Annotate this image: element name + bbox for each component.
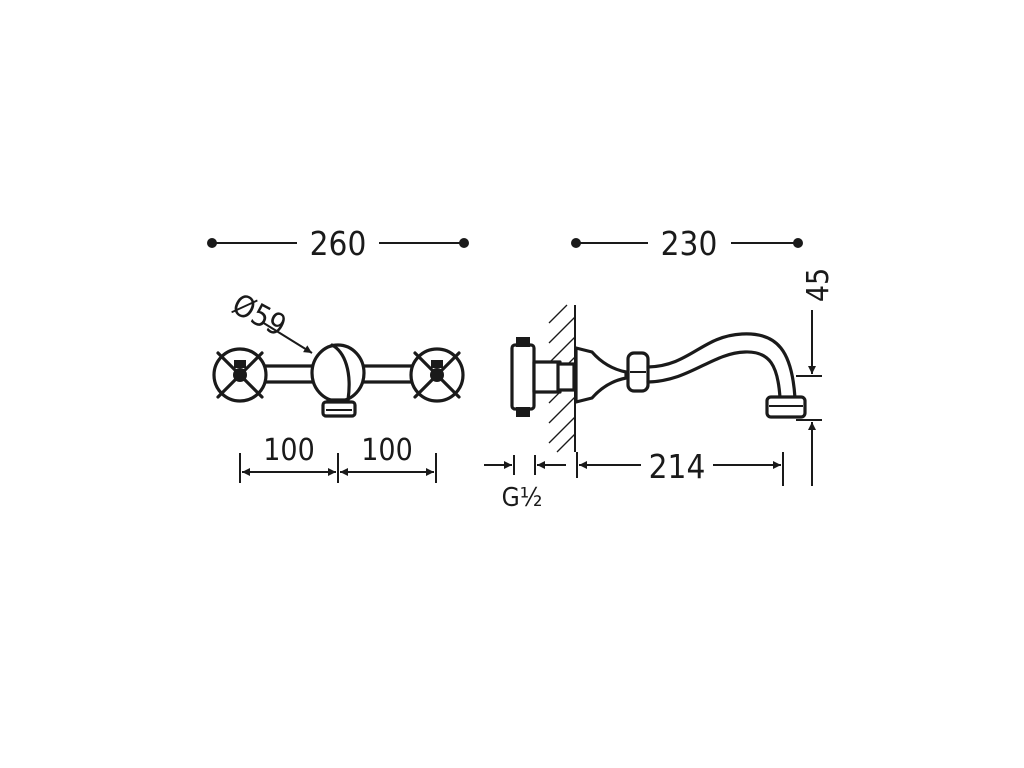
spout-connector-nut [626, 351, 650, 393]
dimension-connection-thread: G½ [484, 455, 566, 513]
center-spout-front [310, 343, 366, 418]
handle-diameter-label: Ø59 [226, 287, 292, 344]
right-cross-handle [409, 347, 465, 403]
connection-thread-label: G½ [502, 483, 543, 513]
spout-projection-label: 214 [649, 447, 706, 486]
dimension-handle-spacing: 100 100 [239, 433, 437, 483]
left-cross-handle [212, 347, 268, 403]
overall-width-label: 260 [310, 224, 367, 263]
spacing-right-label: 100 [361, 433, 413, 468]
front-view: 260 Ø59 [207, 224, 469, 483]
spout-aerator [765, 395, 807, 419]
curved-spout [646, 332, 797, 400]
dimension-spout-height: 45 [796, 268, 836, 486]
dimension-handle-diameter: Ø59 [226, 287, 313, 354]
spout-height-label: 45 [801, 268, 836, 302]
concealed-valve-body [510, 337, 576, 417]
dimension-overall-width: 260 [207, 224, 469, 263]
spacing-left-label: 100 [263, 433, 315, 468]
dimension-spout-projection: 214 [576, 447, 784, 486]
wall-flange [574, 346, 628, 404]
side-view: 230 [484, 224, 836, 513]
dimension-overall-depth: 230 [571, 224, 803, 263]
overall-depth-label: 230 [661, 224, 718, 263]
